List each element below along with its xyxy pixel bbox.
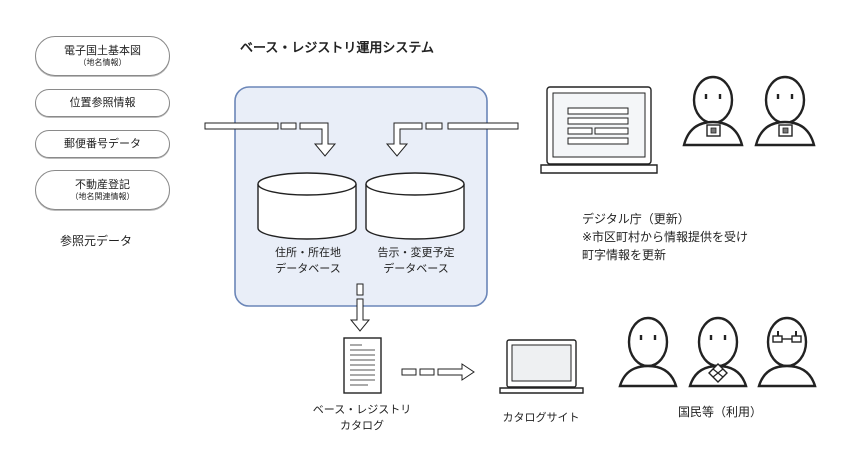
agency-staff-icon — [754, 75, 816, 147]
agency-description: デジタル庁（更新） ※市区町村から情報提供を受け 町字情報を更新 — [582, 210, 748, 264]
database-label-line: 住所・所在地 — [275, 246, 341, 259]
source-item-position-reference: 位置参照情報 — [35, 89, 170, 117]
catalog-site-laptop-icon — [499, 339, 584, 394]
source-item-postal-code: 郵便番号データ — [35, 130, 170, 158]
system-title: ベース・レジストリ運用システム — [240, 41, 434, 56]
agency-line: 町字情報を更新 — [582, 248, 667, 262]
sources-caption: 参照元データ — [60, 234, 133, 248]
source-item-sublabel: （地名情報） — [78, 57, 127, 67]
catalog-document-icon — [343, 337, 382, 394]
catalog-label-line: ベース・レジストリ — [312, 403, 412, 416]
source-item-label: 不動産登記 — [75, 178, 130, 192]
source-item-real-estate-registry: 不動産登記 （地名関連情報） — [35, 170, 170, 210]
agency-laptop-icon — [540, 86, 658, 174]
citizen-icon — [688, 316, 748, 388]
citizen-icon — [618, 316, 678, 388]
input-arrow-right — [385, 122, 519, 157]
catalog-site-label: カタログサイト — [502, 411, 580, 424]
database-address-label: 住所・所在地 データベース — [260, 245, 356, 277]
input-arrow-left — [204, 122, 337, 157]
database-address-cylinder — [257, 172, 357, 240]
arrow-catalog-to-site — [401, 363, 475, 381]
database-label-line: データベース — [275, 261, 341, 275]
agency-staff-icon — [682, 75, 744, 147]
database-label-line: データベース — [383, 261, 449, 275]
source-item-chiriin-map: 電子国土基本図 （地名情報） — [35, 36, 170, 76]
source-item-label: 電子国土基本図 — [64, 44, 141, 58]
database-notice-cylinder — [365, 172, 465, 240]
agency-line: デジタル庁（更新） — [582, 212, 690, 226]
source-item-label: 郵便番号データ — [64, 137, 141, 151]
database-notice-label: 告示・変更予定 データベース — [364, 245, 468, 277]
database-label-line: 告示・変更予定 — [377, 246, 455, 259]
citizen-icon — [757, 316, 817, 388]
catalog-label-line: カタログ — [340, 418, 384, 432]
citizens-label: 国民等（利用） — [677, 405, 762, 419]
catalog-label: ベース・レジストリ カタログ — [302, 402, 422, 434]
agency-line: ※市区町村から情報提供を受け — [582, 230, 749, 244]
source-item-label: 位置参照情報 — [69, 96, 136, 110]
source-item-sublabel: （地名関連情報） — [70, 191, 135, 201]
output-arrow-catalog — [349, 283, 371, 332]
